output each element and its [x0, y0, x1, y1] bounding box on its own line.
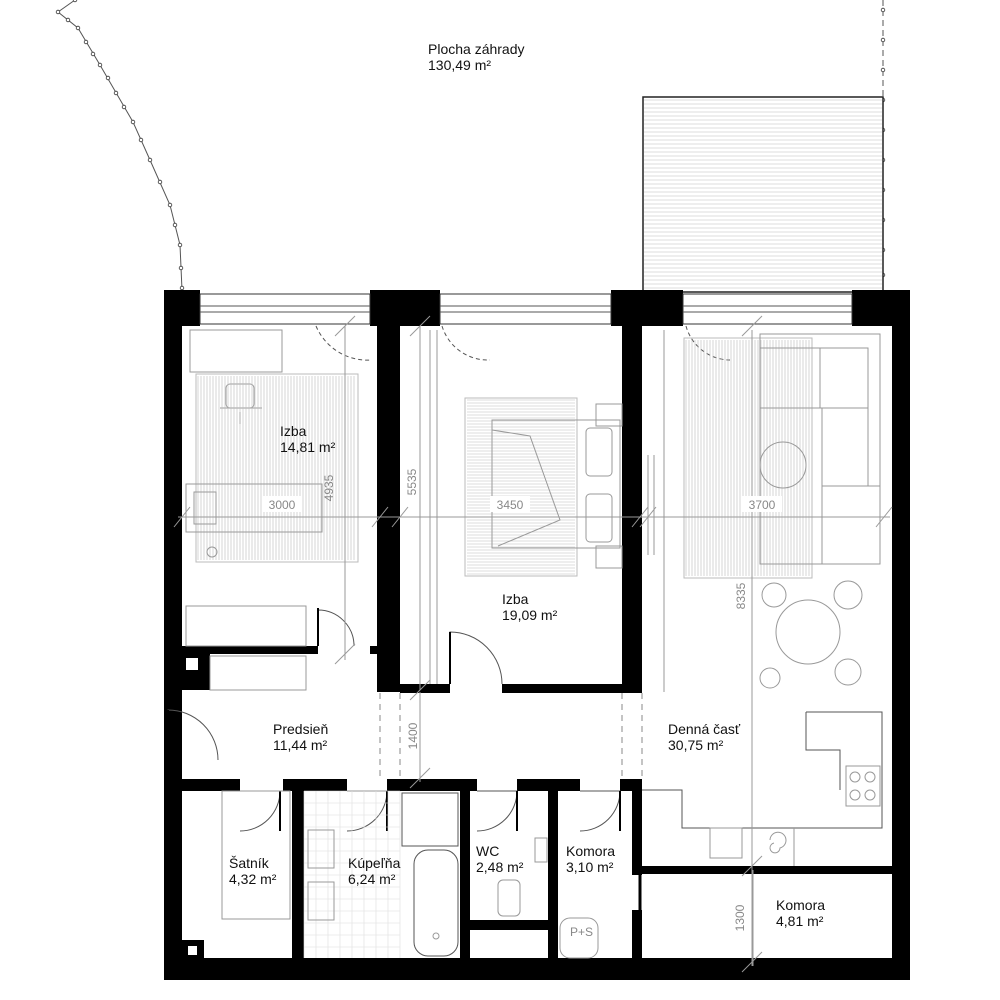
interior-walls	[164, 326, 892, 970]
wardrobe-name: Šatník	[229, 855, 270, 871]
sofa	[759, 333, 881, 565]
dimension-labels: 3000 4935 5535 3450 3700 8335 1400 1300 …	[262, 468, 782, 939]
room-1-name: Izba	[280, 423, 307, 439]
storage-1-name: Komora	[566, 843, 615, 859]
kitchen	[642, 711, 883, 866]
rug-room-2	[464, 397, 578, 577]
bathroom-area: 6,24 m²	[348, 871, 396, 887]
dimension-lines	[173, 315, 893, 973]
bathroom-fixtures	[221, 790, 599, 959]
dining-table	[759, 580, 863, 689]
storage-1-area: 3,10 m²	[566, 859, 614, 875]
exterior-walls	[164, 290, 910, 980]
wardrobe-room-1	[185, 605, 307, 691]
garden-name: Plocha záhrady	[428, 41, 525, 57]
ps-symbol: P+S	[570, 925, 593, 939]
wc-name: WC	[476, 843, 499, 859]
bed-room-1	[185, 483, 323, 558]
garden-area: 130,49 m²	[428, 57, 491, 73]
dim-4935: 4935	[322, 474, 336, 501]
room-2-area: 19,09 m²	[502, 607, 558, 623]
dim-3000: 3000	[269, 498, 296, 512]
storage-2-area: 4,81 m²	[776, 913, 824, 929]
dim-3450: 3450	[497, 498, 524, 512]
dim-5535: 5535	[405, 468, 419, 495]
room-labels: Plocha záhrady 130,49 m² Izba 14,81 m² I…	[229, 41, 825, 929]
openings	[379, 693, 643, 779]
storage-2-name: Komora	[776, 897, 825, 913]
doors	[167, 325, 731, 910]
double-bed	[491, 403, 623, 569]
dim-3700: 3700	[749, 498, 776, 512]
terrace-deck	[642, 96, 884, 293]
wardrobe-area: 4,32 m²	[229, 871, 277, 887]
hall-area: 11,44 m²	[273, 737, 328, 753]
dim-1400: 1400	[406, 722, 420, 749]
living-name: Denná časť	[668, 721, 741, 737]
dim-8335: 8335	[734, 582, 748, 609]
living-area: 30,75 m²	[668, 737, 724, 753]
rug-living	[683, 337, 813, 579]
wc-area: 2,48 m²	[476, 859, 524, 875]
hall-name: Predsieň	[273, 721, 328, 737]
bathroom-name: Kúpeľňa	[348, 855, 401, 871]
rug-room-1	[195, 373, 359, 563]
room-1-area: 14,81 m²	[280, 439, 336, 455]
room-2-name: Izba	[502, 591, 529, 607]
dim-1300: 1300	[733, 904, 747, 931]
